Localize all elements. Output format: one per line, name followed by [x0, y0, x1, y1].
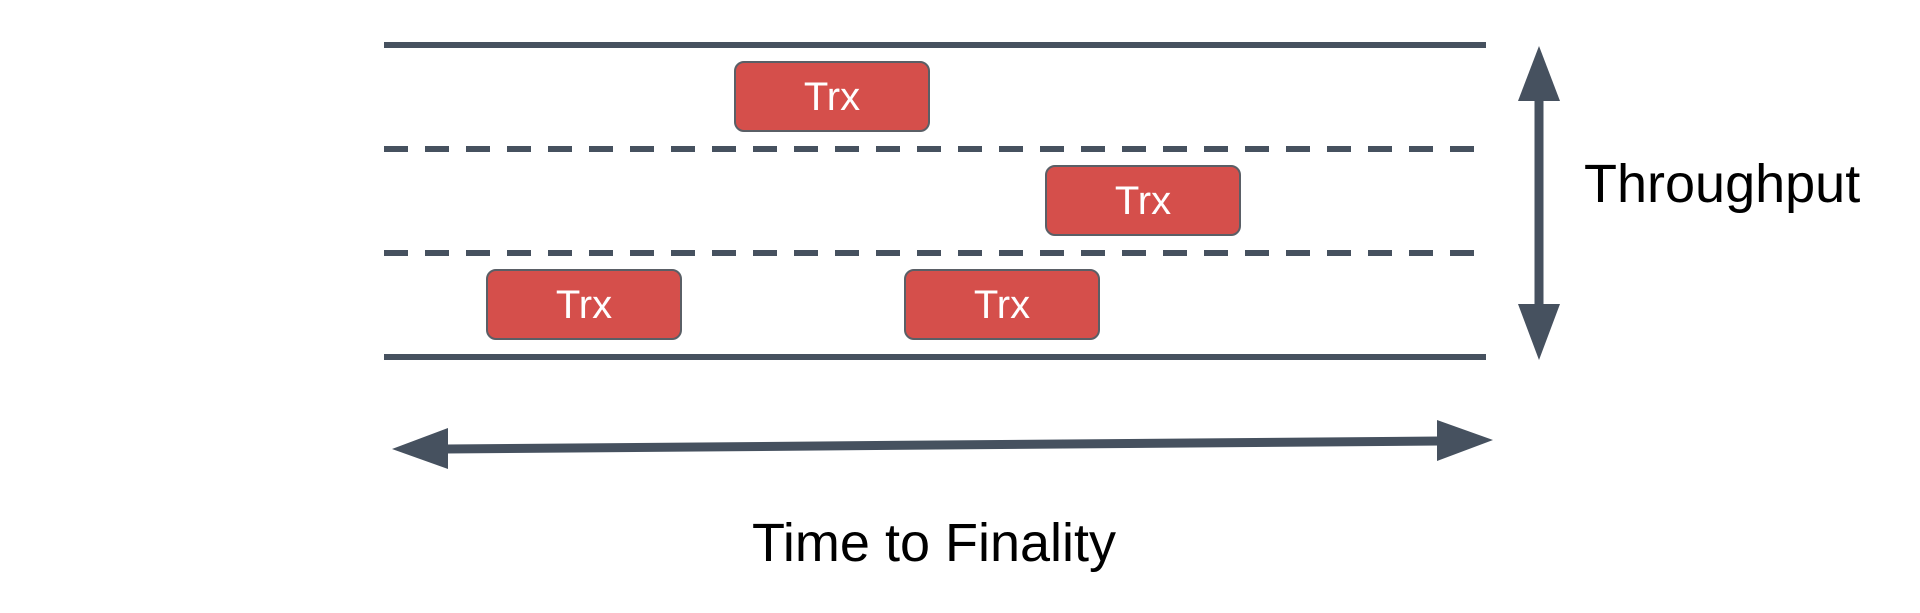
- throughput-arrow: [1518, 46, 1560, 360]
- trx-block-2: Trx: [1045, 165, 1241, 236]
- arrow-down-head: [1518, 304, 1560, 360]
- arrow-up-head: [1518, 46, 1560, 101]
- arrow-right-head: [1437, 420, 1493, 461]
- trx-block-4: Trx: [904, 269, 1100, 340]
- arrow-left-head: [392, 428, 448, 469]
- trx-label: Trx: [804, 75, 860, 119]
- time-to-finality-label: Time to Finality: [752, 513, 1116, 573]
- trx-label: Trx: [556, 283, 612, 327]
- trx-label: Trx: [1115, 179, 1171, 223]
- throughput-label: Throughput: [1584, 154, 1860, 214]
- trx-block-1: Trx: [734, 61, 930, 132]
- finality-arrow: [392, 420, 1493, 469]
- trx-block-3: Trx: [486, 269, 682, 340]
- trx-label: Trx: [974, 283, 1030, 327]
